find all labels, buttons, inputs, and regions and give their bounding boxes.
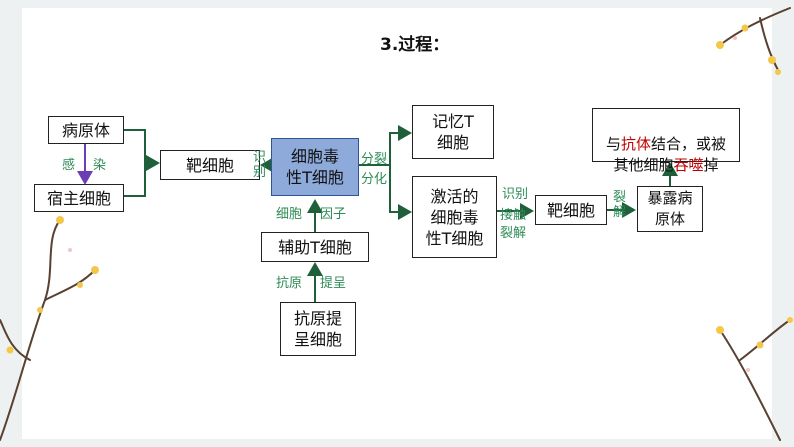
node-activated-cytotoxic-t-cell: 激活的 细胞毒 性T细胞	[412, 176, 497, 258]
label-present-2: 提呈	[320, 276, 347, 291]
label-divide-1: 分裂	[361, 152, 388, 167]
phagocytose-highlight: 吞噬	[673, 156, 704, 174]
label-present-1: 抗原	[276, 276, 303, 291]
label-lysis: 裂 解	[613, 190, 627, 220]
final-text-2: 结合，或被 其他细胞	[613, 135, 727, 174]
label-infect-1: 感	[62, 158, 76, 173]
label-contact-3: 裂解	[500, 226, 527, 241]
page-title: 3.过程：	[380, 35, 450, 55]
node-helper-t-cell: 辅助T细胞	[261, 232, 369, 262]
label-contact-1: 识别	[502, 187, 529, 202]
antibody-highlight: 抗体	[620, 135, 651, 153]
label-infect-2: 染	[93, 158, 107, 173]
node-final-outcome: 与抗体结合，或被 其他细胞吞噬掉	[592, 108, 740, 174]
node-host-cell: 宿主细胞	[34, 184, 124, 212]
node-antigen-presenting-cell: 抗原提 呈细胞	[280, 302, 356, 356]
label-cytokine-2: 因子	[320, 207, 347, 222]
node-pathogen: 病原体	[48, 116, 124, 144]
label-divide-2: 分化	[361, 172, 388, 187]
node-target-cell-left: 靶细胞	[160, 150, 260, 180]
final-text-3: 掉	[703, 156, 719, 174]
node-cytotoxic-t-cell: 细胞毒 性T细胞	[271, 138, 359, 196]
final-text-1: 与	[605, 135, 621, 153]
node-exposed-pathogen: 暴露病 原体	[637, 186, 703, 232]
node-target-cell-right: 靶细胞	[535, 195, 607, 225]
node-memory-t-cell: 记忆T 细胞	[412, 105, 494, 159]
label-cytokine-1: 细胞	[276, 207, 303, 222]
label-recognize: 识 别	[253, 150, 267, 180]
label-contact-2: 接触	[500, 208, 527, 223]
